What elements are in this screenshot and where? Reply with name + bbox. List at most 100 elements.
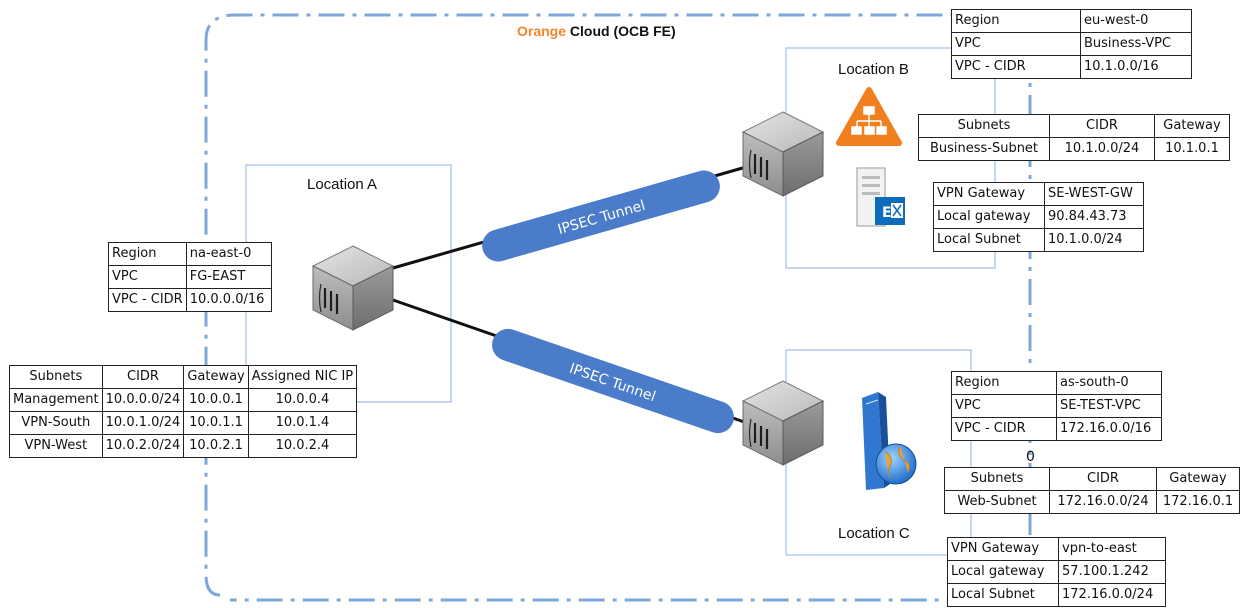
table-cell: Local gateway xyxy=(947,560,1059,584)
subnets-c-table: Subnets CIDR Gateway Web-Subnet 172.16.0… xyxy=(944,467,1240,514)
table-cell: VPN-South xyxy=(9,411,103,435)
table-cell: 10.1.0.0/24 xyxy=(1044,228,1144,252)
exchange-server-icon: E xyxy=(856,167,905,227)
table-cell: VPC xyxy=(108,265,187,289)
subnets-a-table: Subnets CIDR Gateway Assigned NIC IP Man… xyxy=(9,365,358,458)
table-header-row: Subnets CIDR Gateway xyxy=(918,114,1230,138)
tunnel-top xyxy=(482,170,720,262)
table-cell: 10.0.0.1 xyxy=(183,388,249,412)
table-cell: VPC - CIDR xyxy=(951,55,1081,79)
router-cube-icon xyxy=(311,244,395,332)
cloud-title: Orange Cloud (OCB FE) xyxy=(517,23,676,39)
table-cell: 172.16.0.1 xyxy=(1156,490,1240,514)
svg-text:E: E xyxy=(882,205,892,221)
table-cell: Business-Subnet xyxy=(918,137,1050,161)
table-header: CIDR xyxy=(101,365,185,389)
table-cell: Web-Subnet xyxy=(944,490,1050,514)
cloud-title-rest: Cloud (OCB FE) xyxy=(566,23,676,39)
network-hierarchy-icon xyxy=(836,87,902,146)
table-cell: 90.84.43.73 xyxy=(1044,205,1144,229)
table-cell: VPC - CIDR xyxy=(108,288,187,312)
table-header: CIDR xyxy=(1049,114,1155,138)
stray-text: 0 xyxy=(1026,449,1035,465)
table-header: CIDR xyxy=(1049,467,1157,491)
table-header: Subnets xyxy=(918,114,1050,138)
table-cell: Region xyxy=(951,371,1057,395)
location-a-label: Location A xyxy=(307,176,378,193)
table-cell: VPN Gateway xyxy=(933,182,1045,206)
table-cell: 172.16.0.0/24 xyxy=(1049,490,1157,514)
table-row: Business-Subnet 10.1.0.0/24 10.1.0.1 xyxy=(918,137,1230,161)
table-cell: 10.0.1.1 xyxy=(183,411,249,435)
table-cell: SE-TEST-VPC xyxy=(1056,394,1162,418)
table-cell: 10.0.1.4 xyxy=(247,411,358,435)
table-cell: SE-WEST-GW xyxy=(1044,182,1144,206)
table-cell: 10.1.0.0/24 xyxy=(1049,137,1155,161)
table-cell: 10.0.0.0/16 xyxy=(185,288,272,312)
table-header: Assigned NIC IP xyxy=(247,365,358,389)
table-cell: 10.0.2.1 xyxy=(183,434,249,458)
table-cell: Management xyxy=(9,388,103,412)
table-cell: VPC - CIDR xyxy=(951,417,1057,441)
cloud-title-brand: Orange xyxy=(517,23,567,39)
table-header: Gateway xyxy=(183,365,249,389)
table-header: Subnets xyxy=(9,365,103,389)
table-row: Web-Subnet 172.16.0.0/24 172.16.0.1 xyxy=(944,490,1240,514)
table-cell: Region xyxy=(108,242,187,266)
table-cell: 172.16.0.0/24 xyxy=(1058,583,1166,607)
location-c-label: Location C xyxy=(838,525,910,542)
router-cube-icon xyxy=(741,379,825,467)
table-cell: 10.1.0.0/16 xyxy=(1080,55,1192,79)
table-header-row: Subnets CIDR Gateway xyxy=(944,467,1240,491)
table-header: Gateway xyxy=(1156,467,1240,491)
table-cell: 172.16.0.0/16 xyxy=(1056,417,1162,441)
table-cell: 10.0.0.4 xyxy=(247,388,358,412)
table-header: Gateway xyxy=(1154,114,1230,138)
cloud-boundary xyxy=(204,13,1032,602)
table-cell: as-south-0 xyxy=(1056,371,1162,395)
table-row: Management 10.0.0.0/24 10.0.0.1 10.0.0.4 xyxy=(9,388,358,412)
table-cell: Local Subnet xyxy=(947,583,1059,607)
table-cell: Local gateway xyxy=(933,205,1045,229)
web-server-icon xyxy=(862,392,917,490)
table-header: Subnets xyxy=(944,467,1050,491)
table-cell: VPN-West xyxy=(9,434,103,458)
location-b-label: Location B xyxy=(838,61,909,78)
table-cell: 10.0.0.0/24 xyxy=(101,388,185,412)
table-cell: 10.0.2.4 xyxy=(247,434,358,458)
table-cell: VPC xyxy=(951,32,1081,56)
table-cell: 57.100.1.242 xyxy=(1058,560,1166,584)
tunnel-bottom xyxy=(492,328,734,434)
table-row: VPN-West 10.0.2.0/24 10.0.2.1 10.0.2.4 xyxy=(9,434,358,458)
table-cell: 10.0.2.0/24 xyxy=(101,434,185,458)
table-cell: Local Subnet xyxy=(933,228,1045,252)
table-cell: 10.1.0.1 xyxy=(1154,137,1230,161)
table-cell: VPC xyxy=(951,394,1057,418)
router-cube-icon xyxy=(741,110,825,198)
table-cell: FG-EAST xyxy=(185,265,272,289)
subnets-b-table: Subnets CIDR Gateway Business-Subnet 10.… xyxy=(918,114,1230,161)
table-cell: vpn-to-east xyxy=(1058,537,1166,561)
table-cell: na-east-0 xyxy=(185,242,272,266)
table-cell: VPN Gateway xyxy=(947,537,1059,561)
table-cell: 10.0.1.0/24 xyxy=(101,411,185,435)
